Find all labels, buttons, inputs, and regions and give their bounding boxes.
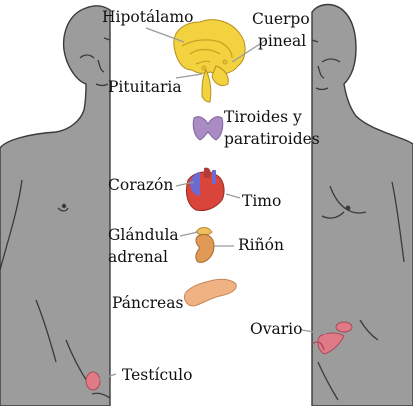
- male-nipple-dot: [61, 203, 67, 209]
- label-heart: Corazón: [108, 176, 173, 194]
- male-nipple: [57, 207, 69, 212]
- female-hip-line: [317, 361, 339, 401]
- male-arm-line: [0, 179, 23, 271]
- pancreas-organ: [183, 278, 237, 307]
- label-pituitary: Pituitaria: [108, 78, 182, 96]
- female-arm-line: [391, 181, 405, 263]
- label-pancreas: Páncreas: [112, 294, 183, 312]
- male-crotch-line: [91, 392, 111, 399]
- label-ovary: Ovario: [250, 320, 302, 338]
- female-figure: [311, 3, 413, 406]
- male-figure: [0, 5, 111, 406]
- label-pineal-2: pineal: [258, 32, 306, 50]
- label-thyroid-1: Tiroides y: [224, 108, 302, 126]
- label-adrenal-1: Glándula: [108, 226, 179, 244]
- brain-organ: [173, 19, 246, 103]
- label-pineal-1: Cuerpo: [252, 10, 310, 28]
- kidney-organ: [195, 227, 215, 263]
- female-mouth: [315, 87, 329, 91]
- male-nose: [97, 59, 105, 73]
- ovary-organ: [311, 321, 353, 355]
- male-eye-left: [79, 54, 95, 59]
- female-ear: [311, 39, 319, 43]
- male-torso-line: [35, 299, 57, 363]
- female-waist-line: [359, 319, 379, 341]
- label-kidney: Riñón: [238, 236, 284, 254]
- leader-lines: [97, 27, 327, 381]
- male-mouth: [95, 83, 109, 87]
- label-hypothalamus: Hipotálamo: [102, 8, 193, 26]
- testis-shape: [85, 371, 101, 391]
- female-nipple-dot: [345, 205, 351, 211]
- thyroid-organ: [192, 116, 224, 141]
- female-eye: [321, 58, 341, 63]
- label-thymus: Timo: [242, 192, 281, 210]
- labels: Hipotálamo Cuerpo pineal Pituitaria Tiro…: [102, 8, 320, 384]
- male-ear: [103, 37, 111, 41]
- female-body: [311, 3, 413, 406]
- female-breast-2: [321, 211, 345, 219]
- label-testis: Testículo: [122, 366, 192, 384]
- label-thyroid-2: paratiroides: [224, 130, 320, 148]
- female-nose: [317, 65, 325, 79]
- heart-organ: [185, 167, 225, 211]
- male-body: [0, 5, 111, 406]
- label-adrenal-2: adrenal: [108, 248, 168, 266]
